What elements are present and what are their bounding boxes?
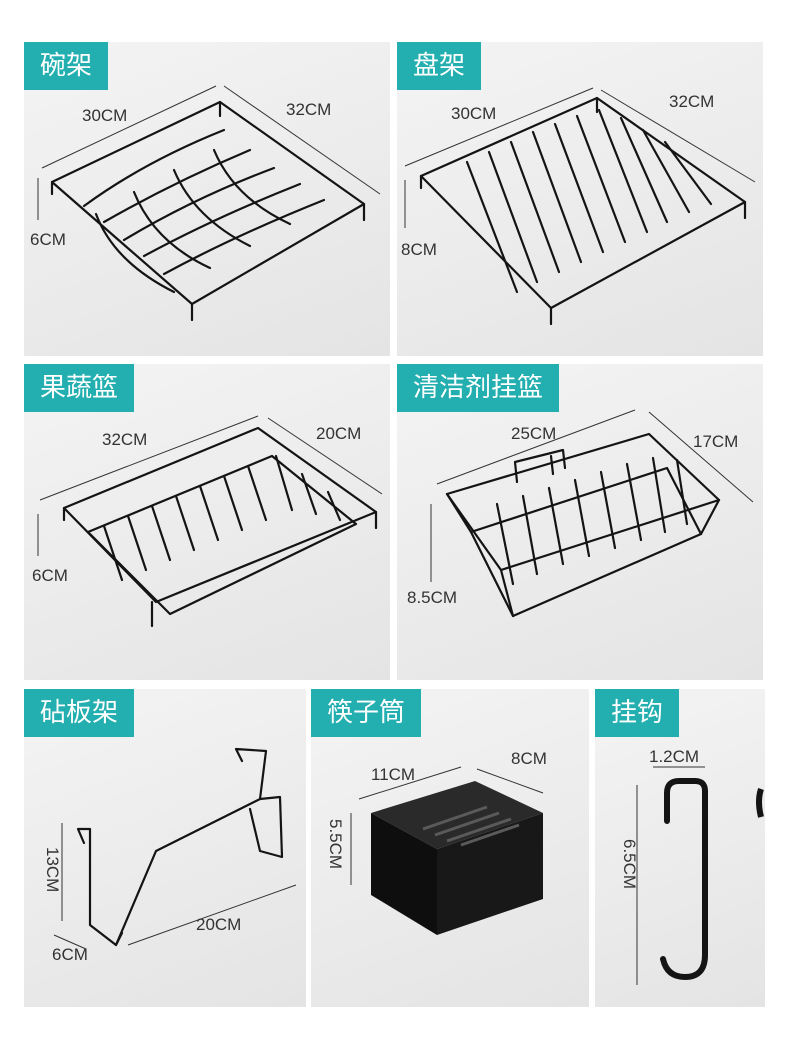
dim-fruit-depth: 20CM: [316, 424, 362, 443]
dim-plate-height: 8CM: [401, 240, 437, 259]
dim-plate-width: 30CM: [451, 104, 497, 123]
plate-rack-image: [404, 87, 756, 326]
fruit-basket-image: [37, 415, 383, 628]
dim-plate-depth: 32CM: [669, 92, 715, 111]
dim-cleaner-height: 8.5CM: [407, 588, 458, 607]
dim-chopstick-depth: 8CM: [511, 749, 547, 768]
label-plate-rack: 盘架: [397, 42, 482, 90]
dim-chopstick-width: 11CM: [371, 765, 416, 784]
dim-cleaner-depth: 17CM: [693, 432, 739, 451]
panel-chopstick-box: 筷子筒 11CM 8CM 5.5CM: [311, 689, 589, 1007]
panel-hook: 挂钩 1.2CM 6.5CM: [595, 689, 765, 1007]
cleaner-basket-image: [430, 409, 754, 618]
panel-fruit-basket: 果蔬篮 32CM 20CM 6CM: [24, 364, 390, 680]
label-hook: 挂钩: [595, 689, 680, 737]
dim-fruit-width: 32CM: [102, 430, 148, 449]
dim-bowl-height: 6CM: [30, 230, 66, 249]
panel-plate-rack: 盘架 30CM 32CM 8CM: [397, 42, 763, 356]
bowl-rack-image: [37, 85, 381, 322]
panel-bowl-rack: 碗架 30CM 32CM 6CM: [24, 42, 390, 356]
panel-board-rack: 砧板架 13CM 20CM 6CM: [24, 689, 306, 1007]
dim-cleaner-width: 25CM: [511, 424, 557, 443]
dim-board-depth: 6CM: [52, 945, 88, 964]
panel-cleaner-basket: 清洁剂挂篮 25CM 17CM 8.5CM: [397, 364, 763, 680]
dim-fruit-height: 6CM: [32, 566, 68, 585]
label-bowl-rack: 碗架: [24, 42, 109, 90]
board-rack-image: [53, 747, 297, 950]
dim-hook-width: 1.2CM: [649, 747, 700, 766]
label-chopstick-box: 筷子筒: [311, 689, 422, 737]
label-cleaner-basket: 清洁剂挂篮: [397, 364, 560, 412]
label-board-rack: 砧板架: [24, 689, 135, 737]
dim-bowl-depth: 32CM: [286, 100, 332, 119]
hook-image: [636, 766, 764, 985]
label-fruit-basket: 果蔬篮: [24, 364, 135, 412]
dim-board-length: 20CM: [196, 915, 242, 934]
dim-bowl-width: 30CM: [82, 106, 128, 125]
chopstick-box-image: [350, 766, 544, 935]
